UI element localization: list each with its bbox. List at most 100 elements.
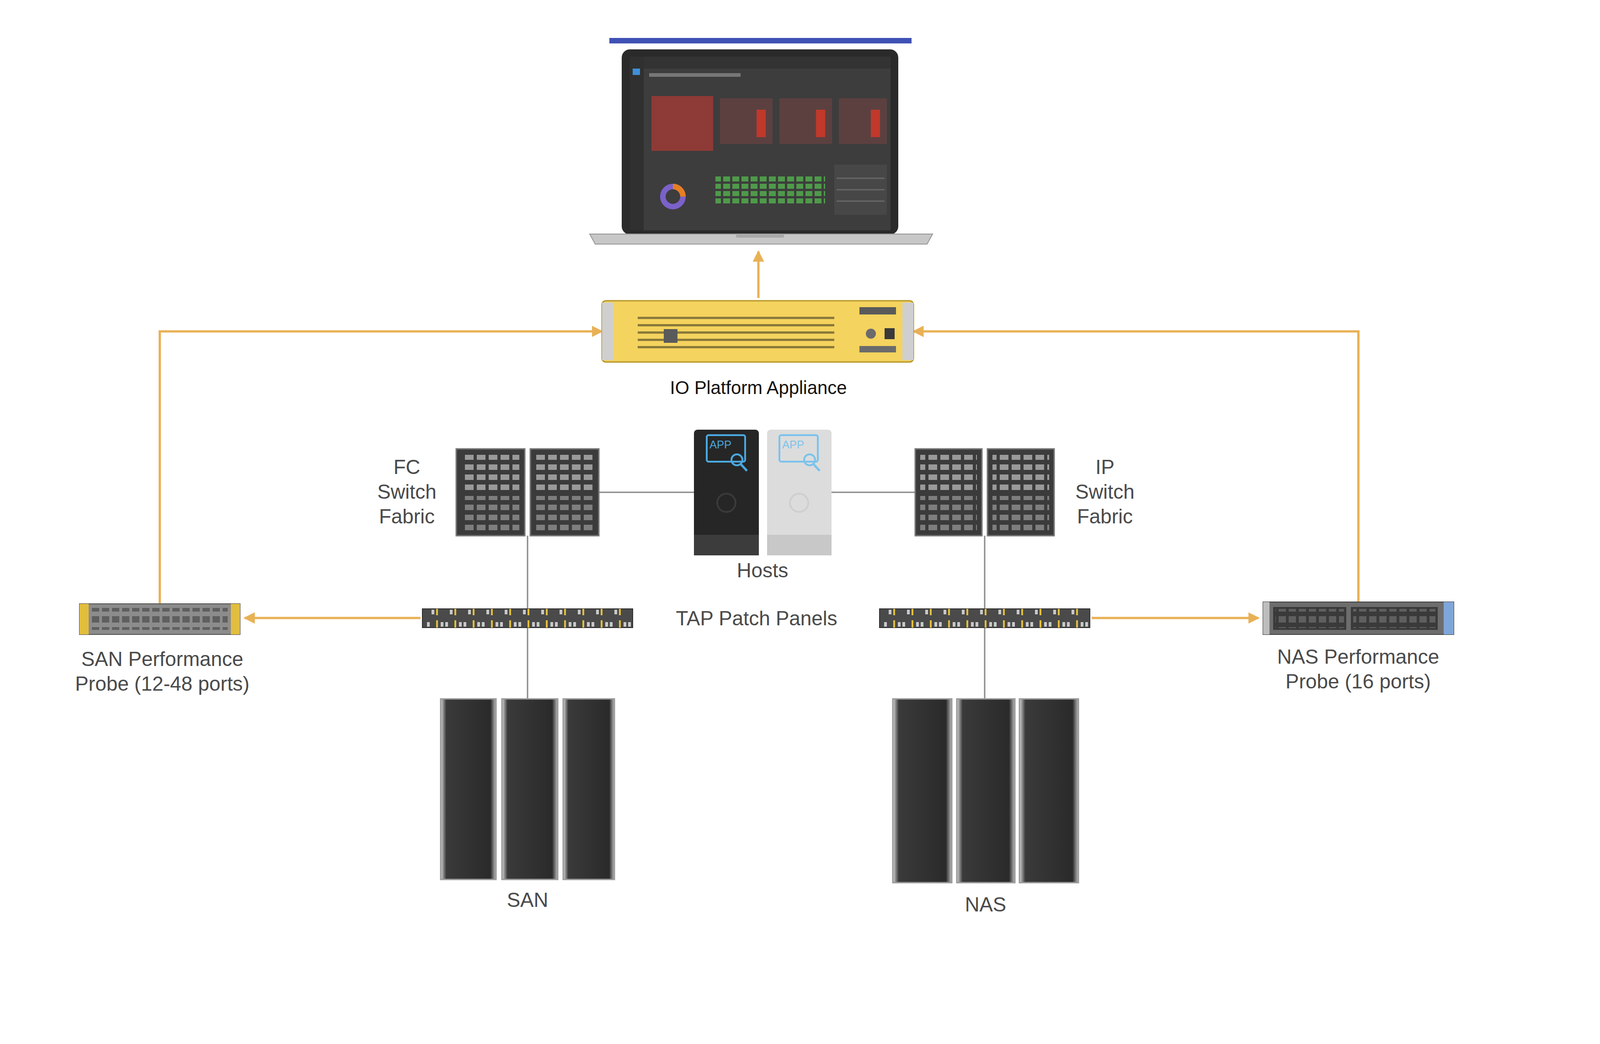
drawing-part: [717, 493, 736, 512]
drawing-part: [920, 496, 977, 531]
drawing-part: [693, 534, 759, 556]
drawing-part: [602, 302, 614, 361]
drawing-part: [637, 314, 835, 352]
drawing-part: [461, 454, 520, 492]
drawing-part: [715, 176, 826, 206]
drawing-part: [834, 164, 887, 215]
drawing-part: [884, 328, 895, 340]
drawing-part: [672, 186, 683, 197]
drawing-part: [816, 109, 826, 138]
drawing-part: [693, 429, 759, 556]
drawing-part: [879, 608, 1090, 628]
drawing-part: [91, 608, 228, 630]
drawing-part: [456, 448, 525, 536]
drawing-part: [602, 300, 914, 363]
device-node: IP Switch Fabric: [915, 448, 1055, 536]
drawing-part: [563, 698, 615, 880]
probe-label: NAS Performance Probe (16 ports): [1262, 644, 1455, 694]
drawing-part: [79, 603, 240, 635]
drawing-part: [865, 328, 876, 339]
device-node: SAN: [440, 698, 615, 880]
drawing-part: [902, 302, 914, 361]
drawing-part: [649, 73, 741, 77]
drawing-part: [836, 189, 885, 191]
storage-label: NAS: [917, 892, 1055, 918]
drawing-part: [425, 608, 631, 628]
drawing-part: [589, 234, 933, 245]
drawing-part: [767, 429, 832, 556]
drawing-part: [530, 448, 599, 536]
drawing-part: [461, 496, 520, 531]
tap-label: TAP Patch Panels: [675, 606, 838, 631]
drawing-part: [609, 37, 912, 44]
drawing-part: [621, 49, 899, 235]
drawing-part: [740, 464, 747, 471]
drawing-part: [230, 603, 240, 635]
drawing-part: [643, 56, 891, 69]
drawing-part: [651, 96, 714, 151]
fc-switch: [456, 448, 599, 536]
drawing-part: [836, 177, 885, 180]
san-storage: [440, 698, 615, 880]
network-link: [598, 491, 694, 494]
drawing-part: [535, 496, 594, 531]
appliance-label: IO Platform Appliance: [621, 376, 896, 400]
data-flow-arrow: [913, 331, 1359, 603]
ip-switch: [915, 448, 1055, 536]
drawing-part: [501, 698, 558, 880]
nas-probe: [1263, 602, 1454, 635]
switch-label: IP Switch Fabric: [1066, 454, 1144, 529]
laptop-dashboard: [589, 37, 933, 245]
drawing-part: [804, 454, 816, 466]
probe-label: SAN Performance Probe (12-48 ports): [66, 646, 259, 697]
drawing-part: [987, 448, 1055, 536]
device-node: FC Switch Fabric: [456, 448, 599, 536]
drawing-part: [779, 435, 818, 462]
drawing-part: [632, 68, 640, 75]
device-node: IO Platform Appliance: [602, 300, 914, 363]
drawing-part: [663, 329, 678, 343]
drawing-part: [1273, 607, 1347, 630]
drawing-part: [1275, 608, 1344, 629]
drawing-part: [920, 454, 977, 492]
drawing-part: [720, 98, 773, 144]
drawing-part: [779, 98, 832, 144]
app-icon-text: APP: [782, 437, 805, 452]
drawing-part: [422, 608, 633, 628]
drawing-part: [870, 109, 880, 138]
drawing-part: [813, 464, 820, 471]
drawing-part: [1019, 698, 1079, 883]
drawing-part: [859, 346, 896, 353]
drawing-part: [629, 56, 891, 231]
drawing-part: [731, 454, 743, 466]
drawing-part: [736, 234, 784, 238]
storage-label: SAN: [458, 887, 597, 913]
drawing-part: [789, 493, 809, 512]
appliance-chassis: [602, 300, 914, 363]
drawing-part: [767, 534, 832, 556]
drawing-part: [662, 186, 683, 207]
drawing-part: [915, 448, 982, 536]
app-icon-text: APP: [709, 437, 732, 452]
drawing-part: [535, 454, 594, 492]
drawing-part: [956, 698, 1015, 883]
switch-label: FC Switch Fabric: [368, 454, 446, 529]
hosts-label: Hosts: [693, 558, 832, 583]
drawing-part: [1443, 602, 1454, 635]
drawing-part: [1353, 608, 1436, 629]
drawing-part: [629, 56, 644, 231]
drawing-part: [838, 98, 887, 144]
device-node: SAN Performance Probe (12-48 ports): [79, 603, 240, 635]
drawing-part: [859, 307, 896, 315]
device-node: NAS: [892, 698, 1079, 883]
drawing-part: [992, 496, 1050, 531]
nas-storage: [892, 698, 1079, 883]
drawing-part: [756, 109, 766, 138]
tap-arrow: [244, 617, 421, 620]
drawing-part: [882, 608, 1088, 628]
drawing-part: [79, 603, 89, 635]
flow-arrow: [757, 251, 760, 299]
drawing-part: [706, 435, 746, 462]
host-servers: [693, 429, 832, 556]
